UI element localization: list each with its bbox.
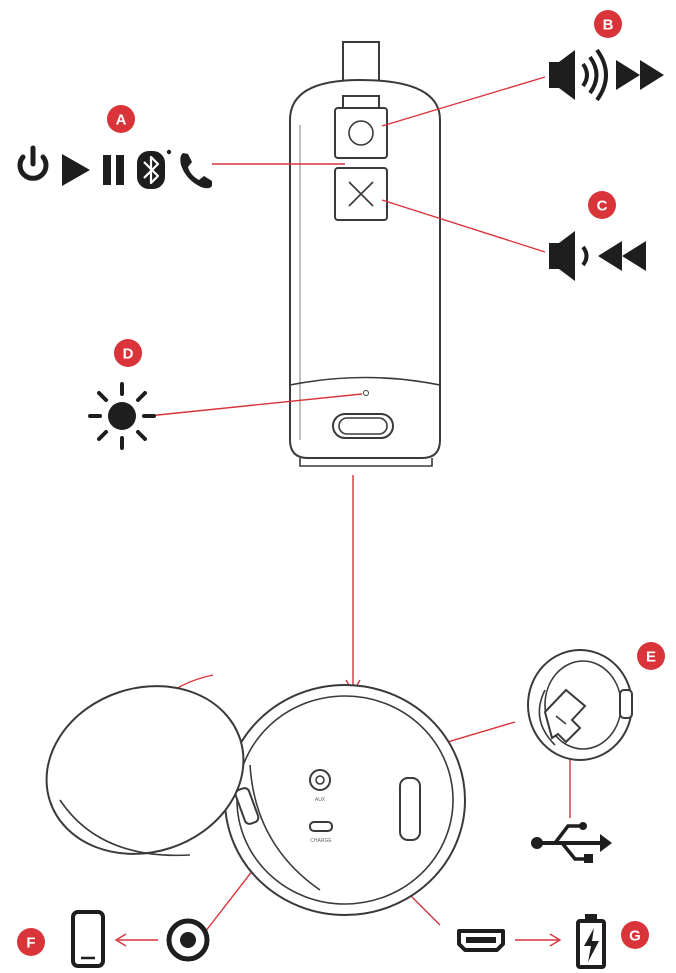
leader-d — [147, 393, 363, 417]
callout-b-icons — [549, 48, 664, 102]
base-latch-recess — [399, 777, 421, 841]
callout-g-icons — [457, 914, 606, 969]
rewind-icon — [598, 241, 646, 271]
fast-forward-icon — [616, 60, 664, 90]
speaker-latch[interactable] — [332, 413, 394, 439]
speaker-housing — [289, 78, 441, 459]
leader-f-arrowhead — [114, 933, 127, 947]
battery-charging-icon — [576, 914, 606, 969]
speaker-led — [363, 390, 369, 396]
lid-edge — [59, 799, 191, 857]
speaker-latch-inner — [338, 417, 388, 435]
svg-text:F: F — [26, 935, 35, 952]
button-b[interactable] — [334, 107, 388, 159]
svg-text:D: D — [123, 346, 134, 363]
badge-f: F — [17, 928, 45, 956]
base-lid[interactable] — [25, 661, 266, 879]
svg-text:G: G — [629, 928, 641, 945]
leader-g-arrowhead — [549, 933, 562, 947]
callout-a-icons — [17, 145, 212, 189]
charge-port-label: CHARGE — [310, 838, 332, 844]
badge-d: D — [114, 339, 142, 367]
cable-reel — [527, 649, 633, 761]
callout-c-icons — [549, 231, 646, 281]
svg-text:C: C — [597, 198, 608, 215]
bluetooth-icon — [137, 149, 172, 189]
light-icon — [88, 382, 156, 450]
callout-f-icons — [71, 910, 210, 968]
svg-text:B: B — [603, 17, 614, 34]
lid-hinge — [234, 787, 260, 825]
speaker-foot — [299, 458, 433, 467]
base-inner-rim — [249, 764, 321, 891]
speaker-base: AUX CHARGE — [25, 649, 633, 916]
power-icon — [17, 145, 49, 181]
leader-c — [381, 199, 546, 253]
volume-down-icon — [549, 231, 589, 281]
phone-device-icon — [71, 910, 105, 968]
aux-port-label: AUX — [315, 797, 326, 803]
pause-icon — [103, 155, 124, 185]
svg-text:A: A — [116, 112, 127, 129]
leader-b — [381, 76, 546, 127]
badge-g: G — [621, 921, 649, 949]
speaker-body — [289, 41, 441, 467]
volume-up-icon — [549, 48, 608, 102]
usb-plug — [543, 688, 587, 744]
charge-port[interactable] — [309, 821, 333, 832]
aux-jack-icon — [166, 918, 210, 962]
button-c[interactable] — [334, 167, 388, 221]
aux-port-inner — [315, 775, 325, 785]
speaker-bottom-band — [289, 376, 441, 386]
base-outer-ring — [224, 684, 466, 916]
badge-b: B — [594, 10, 622, 38]
svg-text:E: E — [646, 649, 656, 666]
usb-icon — [531, 822, 612, 863]
badge-a: A — [107, 105, 135, 133]
hdmi-port-icon — [457, 929, 505, 952]
badge-c: C — [588, 191, 616, 219]
play-icon — [62, 154, 90, 186]
aux-port[interactable] — [309, 769, 331, 791]
phone-icon — [180, 153, 212, 189]
badge-e: E — [637, 642, 665, 670]
